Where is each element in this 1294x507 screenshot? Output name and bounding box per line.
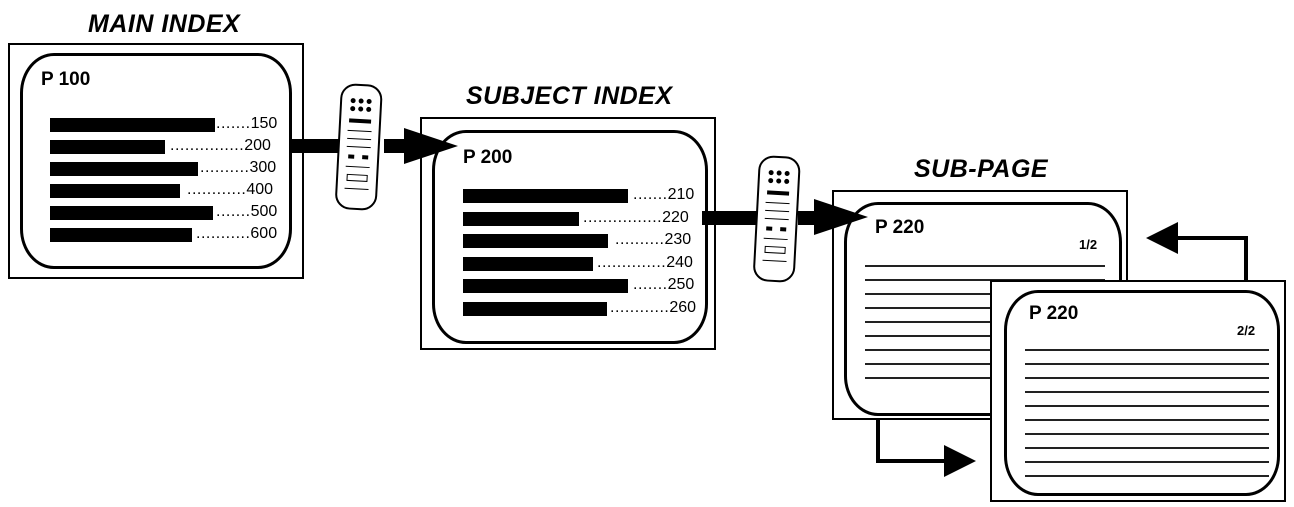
sub-page-2-page-number: P 220 [1029,303,1079,324]
subject-index-frame: P 200 .......210 ................220 ...… [420,117,716,350]
remote-control-icon [335,83,383,211]
remote-control-icon [753,155,801,283]
index-ref: ...........600 [196,225,278,242]
cycle-arrow-icon [876,420,976,477]
index-bar [50,118,215,132]
subject-index-page-number: P 200 [463,147,513,168]
index-ref: .......150 [216,115,278,132]
main-index-heading: MAIN INDEX [88,10,241,38]
index-bar [463,189,628,203]
index-bar [463,234,608,248]
index-ref: .......210 [633,186,695,203]
cycle-arrow-icon [1146,222,1248,282]
main-index-frame: P 100 .......150 ...............200 ....… [8,43,304,279]
index-ref: ..............240 [597,254,693,271]
sub-page-2-text [1025,349,1269,489]
index-bar [463,212,579,226]
sub-page-heading: SUB-PAGE [914,155,1049,183]
index-bar [463,257,593,271]
sub-page-1-page-number: P 220 [875,217,925,238]
main-index-screen: P 100 .......150 ...............200 ....… [20,53,292,269]
index-ref: ..........230 [615,231,692,248]
sub-page-2-fraction: 2/2 [1237,323,1256,338]
index-ref: ............400 [187,181,274,198]
index-ref: ...............200 [170,137,271,154]
index-ref: .......500 [216,203,278,220]
sub-page-1-fraction: 1/2 [1079,237,1098,252]
index-bar [463,302,607,316]
index-ref: ..........300 [200,159,277,176]
index-ref: ............260 [610,299,697,316]
index-bar [50,140,165,154]
subject-index-screen: P 200 .......210 ................220 ...… [432,130,708,344]
arrow-right-icon [292,128,458,164]
arrow-right-icon [702,199,868,235]
index-bar [50,228,192,242]
sub-page-2-screen: P 220 2/2 [1004,290,1280,496]
sub-page-1-text [865,265,1105,391]
main-index-page-number: P 100 [41,69,91,90]
index-ref: ................220 [583,209,689,226]
index-bar [50,184,180,198]
sub-page-2-frame: P 220 2/2 [990,280,1286,502]
index-bar [50,162,198,176]
index-bar [50,206,213,220]
index-bar [463,279,628,293]
index-ref: .......250 [633,276,695,293]
subject-index-heading: SUBJECT INDEX [466,82,673,110]
